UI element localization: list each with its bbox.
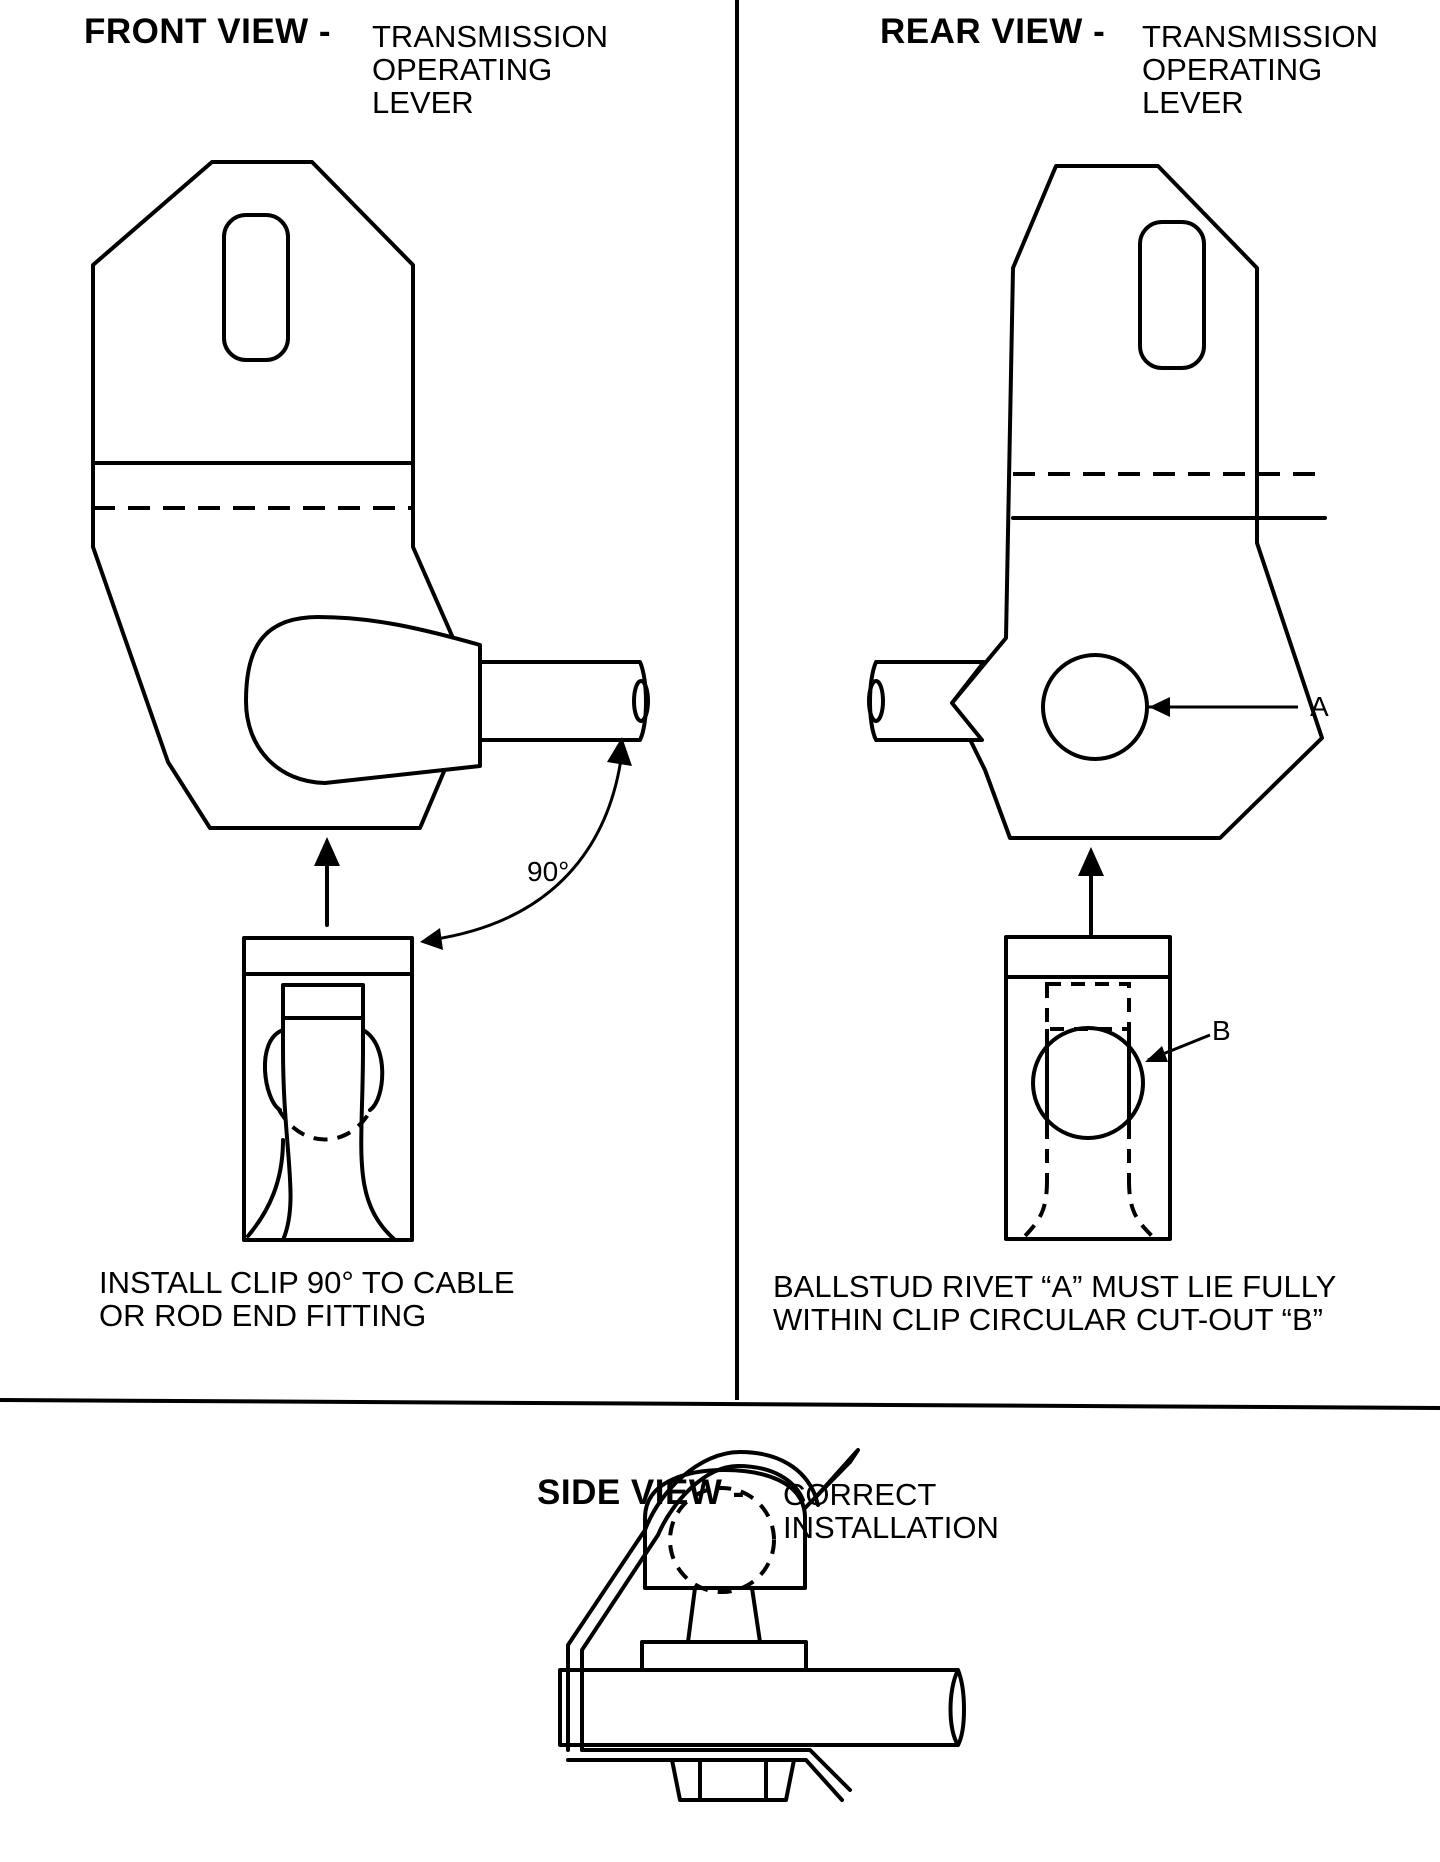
rear-view-subtitle: TRANSMISSION OPERATING LEVER [1142, 19, 1378, 120]
callout-b-label: B [1212, 1015, 1231, 1046]
clip-cutout-b [1031, 1026, 1145, 1140]
ballstud-rivet-a [1041, 653, 1149, 761]
front-view-lever [91, 160, 455, 830]
rear-view-install-arrow [1078, 847, 1104, 936]
rear-view-clip [1004, 935, 1172, 1241]
callout-a-arrow [1147, 697, 1298, 717]
front-view-subtitle: TRANSMISSION OPERATING LEVER [372, 19, 608, 120]
rear-view-title: REAR VIEW - [880, 12, 1106, 51]
callout-a-label: A [1310, 691, 1329, 722]
front-view-caption: INSTALL CLIP 90° TO CABLE OR ROD END FIT… [99, 1265, 515, 1333]
rear-view-rod [867, 660, 986, 742]
front-view-install-arrow [314, 837, 340, 927]
callout-b-arrow [1145, 1033, 1211, 1062]
side-view-assembly [558, 1448, 966, 1802]
side-view-subtitle: CORRECT INSTALLATION [783, 1477, 999, 1545]
rear-view-caption: BALLSTUD RIVET “A” MUST LIE FULLY WITHIN… [773, 1269, 1337, 1337]
front-view-clip [242, 936, 414, 1242]
rear-view-lever [950, 164, 1327, 840]
front-view-ball-socket [244, 615, 650, 785]
angle-label: 90° [527, 856, 570, 887]
horizontal-divider [0, 1398, 1440, 1410]
side-view-title: SIDE VIEW - [537, 1473, 745, 1512]
front-view-title: FRONT VIEW - [84, 12, 332, 51]
front-view-angle-arc [420, 737, 632, 950]
